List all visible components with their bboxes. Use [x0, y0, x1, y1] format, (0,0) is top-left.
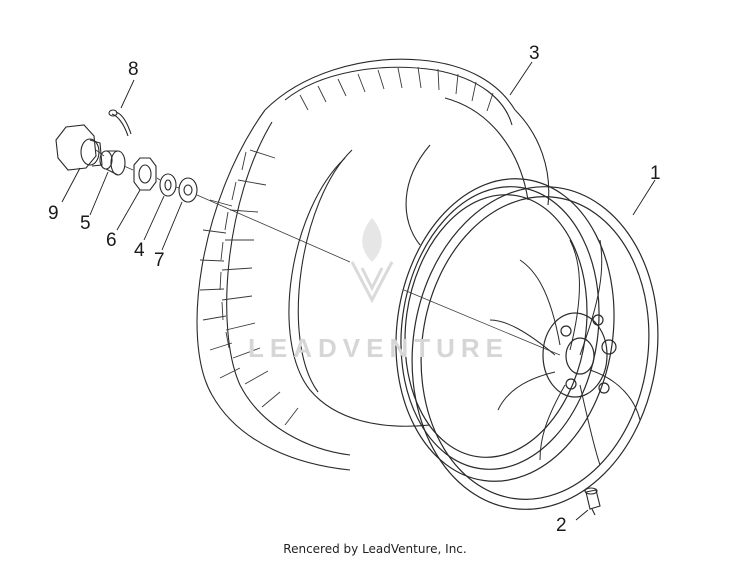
callout-5: 5: [80, 213, 91, 234]
assembly-axis-line: [95, 149, 561, 356]
callout-4: 4: [134, 240, 145, 261]
washer: [159, 173, 177, 197]
tire: [196, 58, 550, 471]
hex-nut: [133, 157, 157, 191]
wheel-rim: [395, 178, 659, 510]
valve-stem: [584, 487, 601, 516]
leadventure-watermark-logo: [350, 218, 394, 304]
callout-6: 6: [106, 230, 117, 251]
callout-1: 1: [650, 163, 661, 184]
axle-nut: [55, 124, 103, 171]
watermark-text: LEADVENTURE: [248, 333, 510, 363]
cotter-pin: [108, 109, 132, 137]
wheel-hub: [542, 312, 617, 398]
tire-tread-blocks: [199, 66, 494, 426]
flat-washer: [178, 177, 198, 203]
spacer: [99, 150, 126, 176]
callout-3: 3: [529, 43, 540, 64]
rim-spokes: [489, 239, 641, 466]
callout-9: 9: [48, 203, 59, 224]
callout-leader-lines: [61, 61, 656, 521]
callout-8: 8: [128, 59, 139, 80]
callout-7: 7: [154, 250, 165, 271]
footer-credit: Rencered by LeadVenture, Inc.: [283, 542, 467, 556]
callout-2: 2: [556, 515, 567, 536]
